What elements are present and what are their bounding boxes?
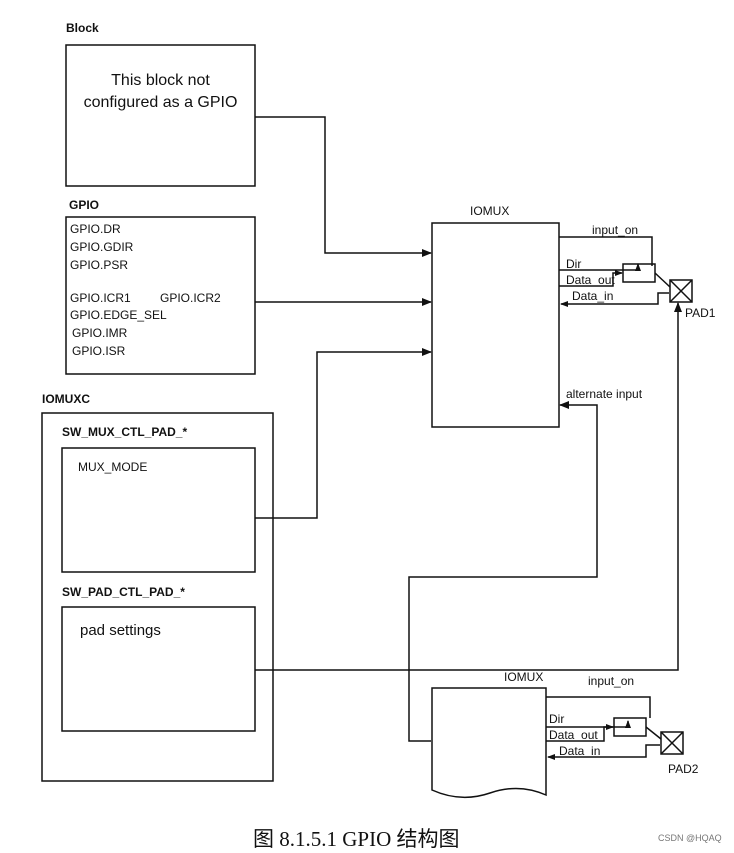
gpio-dr-label: GPIO.DR [70,222,121,236]
pad1-box [669,279,693,303]
iomux2-input-on-label: input_on [588,674,635,688]
iomuxc-title: IOMUXC [42,392,90,406]
gpio-psr-label: GPIO.PSR [70,258,129,272]
iomux2-box [431,687,547,799]
iomux2-data-out-label: Data_out [549,728,598,742]
pad1-label: PAD1 [685,306,716,320]
block-description: This block not configured as a GPIO [66,70,255,114]
mux-mode-box [61,447,256,573]
iomux1-input-on-label: input_on [592,223,639,237]
iomux2-title: IOMUX [504,670,544,684]
iomux2-data-in-label: Data_in [559,744,601,758]
gpio-gdir-label: GPIO.GDIR [70,240,134,254]
pad2-label: PAD2 [668,762,699,776]
pad-settings-box [61,606,256,732]
iomux1-title: IOMUX [470,204,510,218]
alternate-input-line [408,401,598,742]
gpio-box [65,216,256,375]
block-text-line1: This block not [111,72,210,89]
mux-mode-label: MUX_MODE [78,460,148,474]
pad1-cross-b [669,279,693,303]
pad-ctl-title: SW_PAD_CTL_PAD_* [62,585,185,599]
gpio-isr-label: GPIO.ISR [72,344,126,358]
block-text-line2: configured as a GPIO [83,94,238,111]
iomux1-data-out-line [559,270,623,287]
iomux1-input-on-line [559,236,653,266]
iomux2-dir-label: Dir [549,712,565,726]
gpio-title: GPIO [69,198,100,212]
iomux1-dir-line [559,263,641,271]
gpio-edge-sel-label: GPIO.EDGE_SEL [70,308,167,322]
iomux1-buffer-to-pad-line [654,272,671,288]
iomux2-data-out-line [546,724,614,742]
gpio-imr-label: GPIO.IMR [72,326,128,340]
iomux2-dir-line [546,720,631,728]
padsettings-to-pad1-line [255,302,682,671]
iomux1-dir-label: Dir [566,257,582,271]
iomux1-data-out-label: Data_out [566,273,615,287]
block-to-iomux-line [255,116,432,257]
pad2-box [660,731,684,755]
iomux1-box [431,222,560,428]
iomux2-data-in-line [547,744,660,760]
watermark: CSDN @HQAQ [658,833,722,843]
block-title: Block [66,21,99,35]
iomux1-data-in-line [560,292,669,307]
iomux1-data-in-label: Data_in [572,289,614,303]
muxmode-to-iomux-line [255,348,432,519]
iomux2-buffer-to-pad-line [645,726,662,740]
mux-ctl-title: SW_MUX_CTL_PAD_* [62,425,188,439]
iomuxc-outer-box [41,412,274,782]
pad2-cross-b [660,731,684,755]
gpio-icr1-label: GPIO.ICR1 [70,291,131,305]
iomux2-input-on-line [546,696,651,718]
pad-settings-label: pad settings [80,622,161,639]
block-box [65,44,256,187]
gpio-icr2-label: GPIO.ICR2 [160,291,221,305]
iomux1-buffer [622,263,656,283]
figure-caption: 图 8.1.5.1 GPIO 结构图 [253,827,460,851]
alternate-input-label: alternate input [566,387,643,401]
